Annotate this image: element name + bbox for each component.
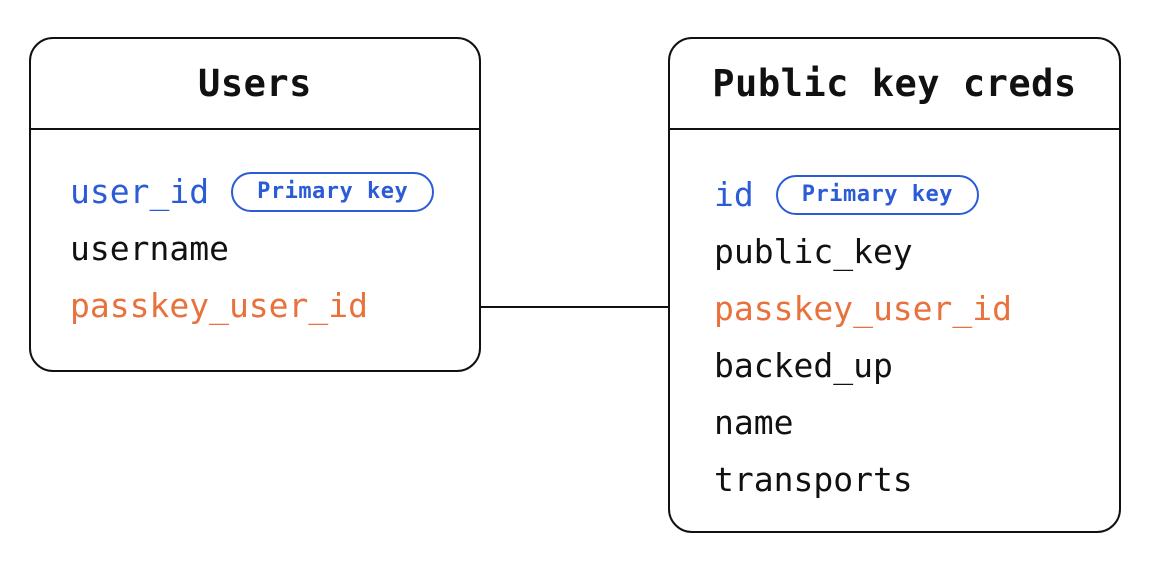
field-passkey-user-id: passkey_user_id [714, 289, 1013, 328]
table-box-public-key-creds: Public key creds id Primary key public_k… [668, 37, 1121, 533]
field-row-transports: transports [714, 451, 1099, 508]
relationship-line [481, 306, 668, 308]
field-user-id: user_id [70, 172, 210, 211]
field-row-passkey-user-id: passkey_user_id [714, 280, 1099, 337]
field-id: id [714, 175, 754, 214]
field-row-passkey-user-id: passkey_user_id [70, 277, 459, 334]
field-transports: transports [714, 460, 913, 499]
field-public-key: public_key [714, 232, 913, 271]
field-row-backed-up: backed_up [714, 337, 1099, 394]
field-row-username: username [70, 220, 459, 277]
table-body-public-key-creds: id Primary key public_key passkey_user_i… [670, 130, 1119, 508]
table-title-users: Users [198, 62, 312, 105]
table-title-public-key-creds: Public key creds [712, 62, 1077, 105]
table-box-users: Users user_id Primary key username passk… [29, 37, 481, 372]
table-header-public-key-creds: Public key creds [670, 39, 1119, 130]
field-passkey-user-id: passkey_user_id [70, 286, 369, 325]
primary-key-badge: Primary key [231, 171, 435, 212]
field-name: name [714, 403, 794, 442]
table-body-users: user_id Primary key username passkey_use… [31, 130, 479, 334]
table-header-users: Users [31, 39, 479, 130]
field-row-name: name [714, 394, 1099, 451]
field-username: username [70, 229, 229, 268]
field-row-id: id Primary key [714, 166, 1099, 223]
primary-key-badge: Primary key [775, 174, 979, 215]
field-row-public-key: public_key [714, 223, 1099, 280]
field-backed-up: backed_up [714, 346, 893, 385]
field-row-user-id: user_id Primary key [70, 163, 459, 220]
